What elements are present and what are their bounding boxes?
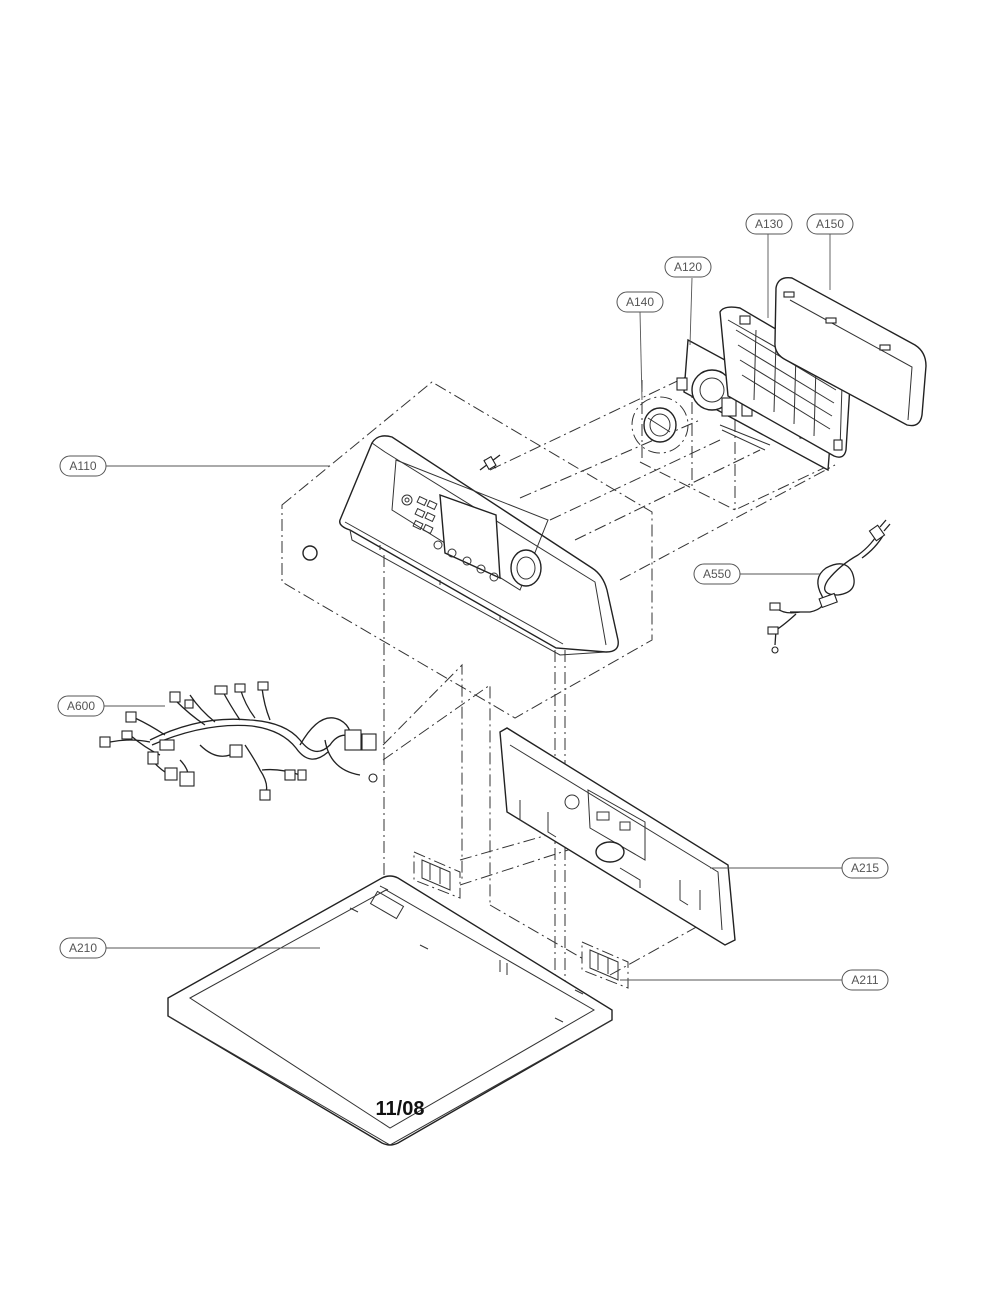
callout-a215: A215 <box>841 857 889 879</box>
callout-a211: A211 <box>841 969 889 991</box>
callout-a120: A120 <box>664 256 712 278</box>
control-panel-a110 <box>339 435 619 656</box>
svg-text:A600: A600 <box>67 699 95 713</box>
svg-text:A130: A130 <box>755 217 783 231</box>
leader-lines <box>103 233 860 981</box>
svg-text:A110: A110 <box>69 459 96 473</box>
callout-a600: A600 <box>57 695 105 717</box>
knob-cap-ball <box>302 545 318 561</box>
svg-text:A120: A120 <box>674 260 702 274</box>
page-number: 11/08 <box>375 1098 425 1120</box>
svg-text:A210: A210 <box>69 941 97 955</box>
housing-a130 <box>719 306 851 458</box>
a110-group-boundary <box>281 381 653 719</box>
callout-a130: A130 <box>745 213 793 235</box>
svg-text:A550: A550 <box>703 567 731 581</box>
callout-a150: A150 <box>806 213 854 235</box>
wire-harness-a600 <box>99 681 378 801</box>
callout-a550: A550 <box>693 563 741 585</box>
cover-a150 <box>774 277 927 427</box>
panel-clip <box>479 454 501 471</box>
top-lid-a210 <box>167 875 613 1146</box>
svg-text:A215: A215 <box>851 861 879 875</box>
knob-a140 <box>631 396 689 454</box>
callout-a110: A110 <box>59 455 107 477</box>
clips-a211 <box>413 851 629 989</box>
callout-a210: A210 <box>59 937 107 959</box>
svg-text:A150: A150 <box>816 217 844 231</box>
callout-a140: A140 <box>616 291 664 313</box>
svg-text:A140: A140 <box>626 295 654 309</box>
power-cord-a550 <box>767 519 891 654</box>
bracket-plate-a215 <box>499 727 736 946</box>
svg-text:A211: A211 <box>851 973 878 987</box>
